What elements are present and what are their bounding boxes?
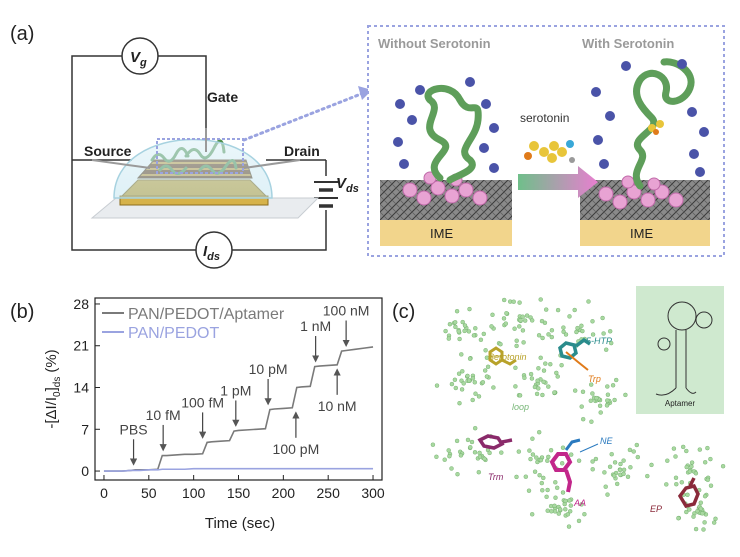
- annotation: 1 pM: [220, 382, 251, 427]
- x-tick-label: 250: [317, 485, 341, 501]
- bound-serotonin: [648, 120, 664, 135]
- ligand-ep: [677, 477, 700, 509]
- label-aa: AA: [573, 498, 586, 508]
- x-tick-label: 100: [182, 485, 206, 501]
- svg-text:100 fM: 100 fM: [181, 394, 224, 410]
- svg-text:10 nM: 10 nM: [318, 398, 357, 414]
- x-axis-label: Time (sec): [205, 515, 275, 532]
- annotation: 1 nM: [300, 318, 331, 363]
- label-trm: Trm: [488, 472, 504, 482]
- ligand-trm: [477, 434, 513, 450]
- y-tick-label: 28: [73, 296, 89, 312]
- y-tick-label: 14: [73, 380, 89, 396]
- x-tick-label: 300: [361, 485, 385, 501]
- y-axis-label: -[ΔI/I0]ds(%): [43, 349, 63, 428]
- svg-text:1 nM: 1 nM: [300, 318, 331, 334]
- series-line-pedot: [103, 467, 374, 472]
- ids-label: Ids: [203, 243, 220, 263]
- x-tick-label: 0: [100, 485, 108, 501]
- svg-text:10 fM: 10 fM: [146, 407, 181, 423]
- gate-label: Gate: [207, 89, 238, 105]
- legend-label-pedot: PAN/PEDOT: [128, 325, 220, 342]
- drain-label: Drain: [284, 143, 320, 159]
- drain-lead: [243, 159, 301, 169]
- label-ep: EP: [650, 504, 662, 514]
- source-label: Source: [84, 143, 132, 159]
- y-tick-label: 0: [81, 463, 89, 479]
- aptamer-left: [424, 84, 482, 184]
- annotation: 10 nM: [318, 368, 357, 414]
- y-tick-label: 7: [81, 421, 89, 437]
- y-tick-label: 21: [73, 338, 89, 354]
- panel-b-letter: (b): [10, 301, 34, 323]
- electrolyte-dome: [113, 138, 273, 199]
- ime-right: [580, 220, 710, 246]
- annotation: 100 fM: [181, 394, 224, 439]
- ime-left: [380, 220, 512, 246]
- panel-a: (a) Vds Vg Ids: [10, 23, 725, 269]
- x-ticks: 0 50 100 150 200 250 300: [100, 475, 385, 501]
- legend-label-aptamer: PAN/PEDOT/Aptamer: [128, 306, 285, 323]
- inset-title-without: Without Serotonin: [378, 36, 491, 51]
- label-ne: NE: [600, 436, 613, 446]
- vds-battery: [314, 181, 338, 208]
- label-serotonin: Serotonin: [488, 352, 527, 362]
- circuit-wires: [71, 55, 327, 251]
- serotonin-molecule-label: serotonin: [520, 111, 569, 125]
- zoom-box: [156, 138, 244, 174]
- aptamer-inset-label: Aptamer: [665, 399, 696, 408]
- panel-c: (c) Serotonin 5-HTP Trp loop NE Tr: [392, 286, 726, 532]
- serotonin-molecule-icon: [524, 140, 575, 163]
- x-tick-label: 200: [272, 485, 296, 501]
- y-ticks: 0 7 14 21 28: [73, 296, 100, 479]
- ime-right-label: IME: [630, 226, 653, 241]
- legend: PAN/PEDOT/Aptamer PAN/PEDOT: [102, 306, 285, 342]
- ligand-trp: [565, 351, 589, 371]
- panel-c-letter: (c): [392, 301, 415, 323]
- pedot-beads: [402, 171, 684, 210]
- vds-label: Vds: [336, 175, 359, 195]
- zoom-line: [242, 90, 368, 142]
- ions: [393, 59, 709, 177]
- aptamer-structure-beads: [430, 297, 726, 532]
- ligand-aa: [549, 452, 573, 493]
- label-5htp: 5-HTP: [586, 336, 612, 346]
- svg-text:10 pM: 10 pM: [249, 361, 288, 377]
- ligand-ne: [564, 438, 581, 451]
- annotation: 10 pM: [249, 361, 288, 406]
- aptamer-2d-structure: [655, 301, 713, 396]
- x-tick-label: 150: [227, 485, 251, 501]
- vg-label: Vg: [130, 49, 147, 69]
- svg-text:1 pM: 1 pM: [220, 382, 251, 398]
- ime-left-label: IME: [430, 226, 453, 241]
- annotation: 100 pM: [273, 411, 320, 457]
- ids-meter: [195, 231, 233, 269]
- source-lead: [91, 159, 151, 169]
- svg-text:PBS: PBS: [120, 421, 148, 437]
- annotation: 100 nM: [323, 303, 370, 347]
- aptamer-2d-inset: [636, 286, 724, 414]
- aptamer-right: [632, 58, 695, 190]
- ligand-5htp: [558, 337, 591, 360]
- label-loop: loop: [512, 402, 529, 412]
- panel-a-letter: (a): [10, 23, 34, 45]
- label-trp: Trp: [588, 374, 601, 384]
- annotation: 10 fM: [146, 407, 181, 452]
- series-layer: [103, 346, 374, 472]
- svg-text:100 nM: 100 nM: [323, 303, 370, 319]
- vg-meter: [121, 37, 159, 75]
- ligand-serotonin: [488, 346, 517, 366]
- annotation: PBS: [120, 421, 148, 466]
- svg-text:100 pM: 100 pM: [273, 441, 320, 457]
- reaction-arrow: [518, 166, 598, 198]
- inset-title-with: With Serotonin: [582, 36, 674, 51]
- x-tick-label: 50: [141, 485, 157, 501]
